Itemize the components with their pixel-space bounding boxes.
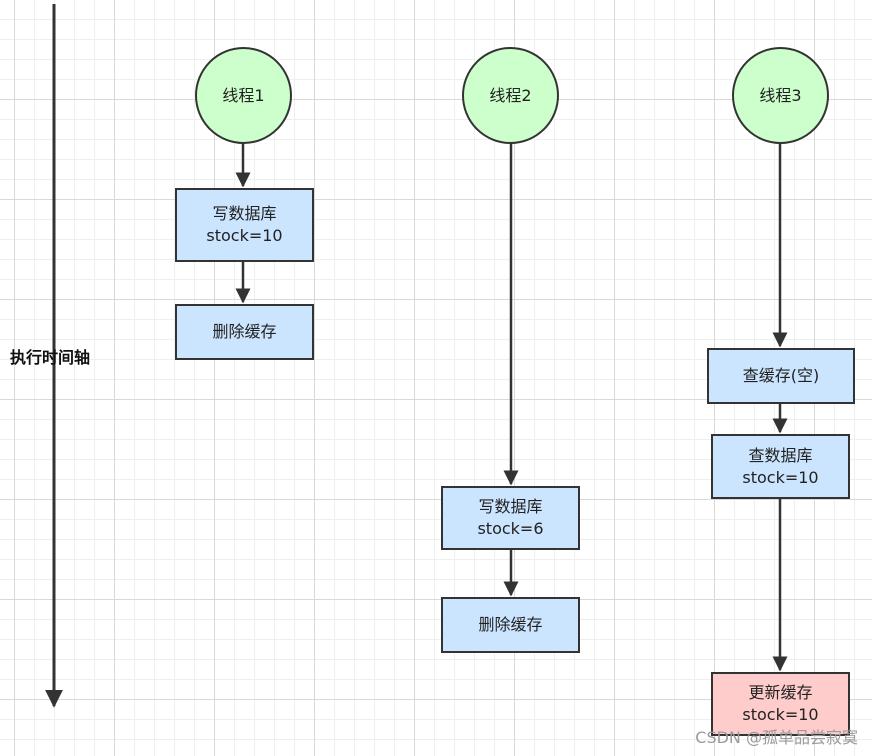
thread-2-node: 线程2 — [462, 47, 559, 144]
timeline-axis-label: 执行时间轴 — [10, 348, 91, 367]
watermark: CSDN @孤单品尝寂寞 — [695, 728, 858, 747]
thread-2-write-db-step: 写数据库 stock=6 — [441, 486, 580, 550]
thread-1-node: 线程1 — [195, 47, 292, 144]
thread-1-delete-cache-step: 删除缓存 — [175, 304, 314, 360]
thread-2-delete-cache-step: 删除缓存 — [441, 597, 580, 653]
thread-3-node: 线程3 — [732, 47, 829, 144]
thread-3-query-cache-step: 查缓存(空) — [707, 348, 855, 404]
thread-1-write-db-step: 写数据库 stock=10 — [175, 188, 314, 262]
thread-3-query-db-step: 查数据库 stock=10 — [711, 434, 850, 499]
thread-3-update-cache-step: 更新缓存 stock=10 — [711, 672, 850, 736]
